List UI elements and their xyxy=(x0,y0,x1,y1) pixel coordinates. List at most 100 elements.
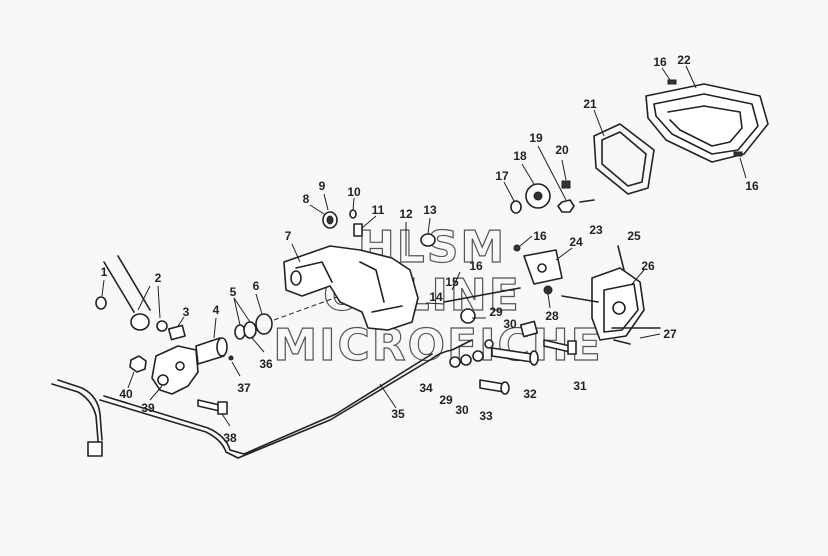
bolt-31-head xyxy=(567,340,577,355)
screw-16b xyxy=(733,151,743,157)
callout-30-top: 30 xyxy=(503,317,517,331)
bracket-7-detail xyxy=(295,261,403,313)
callout-13: 13 xyxy=(423,203,437,217)
bolt-38-head xyxy=(217,401,228,415)
washer-1 xyxy=(95,296,107,310)
nut-19 xyxy=(557,199,575,213)
washer-2 xyxy=(156,320,168,332)
callout-11: 11 xyxy=(372,203,385,217)
spacer-30 xyxy=(519,320,539,338)
leader-18 xyxy=(521,163,535,185)
callout-39: 39 xyxy=(141,401,155,415)
nut-28 xyxy=(543,285,553,295)
seal-6 xyxy=(255,313,273,335)
callout-7: 7 xyxy=(285,229,292,243)
housing-22-inner xyxy=(653,93,759,155)
leader-27 xyxy=(639,333,661,339)
callout-23: 23 xyxy=(589,223,603,237)
gasket-21-inner xyxy=(601,131,647,187)
bolt-27b xyxy=(613,339,631,345)
bushing-2 xyxy=(130,313,150,331)
callout-16-mid: 16 xyxy=(533,229,547,243)
leader-lines xyxy=(101,65,747,427)
callout-3: 3 xyxy=(183,305,190,319)
leader-2b xyxy=(157,285,161,319)
lever-line-1 xyxy=(103,261,135,313)
leader-5a xyxy=(233,297,241,326)
callout-10: 10 xyxy=(347,185,361,199)
washer-17 xyxy=(510,200,522,214)
leader-20 xyxy=(561,159,567,181)
callout-14: 14 xyxy=(429,290,443,304)
leader-21 xyxy=(593,109,605,137)
pin-16 xyxy=(451,271,461,291)
leader-6 xyxy=(255,293,263,315)
leader-24 xyxy=(555,247,573,261)
callout-16-right: 16 xyxy=(745,179,759,193)
callout-5: 5 xyxy=(230,285,237,299)
callout-2: 2 xyxy=(155,271,162,285)
washer-30b xyxy=(484,339,494,349)
motor-shaft xyxy=(561,295,599,303)
screw-16a xyxy=(667,79,677,85)
shaft-15 xyxy=(443,287,521,303)
callout-26: 26 xyxy=(641,259,655,273)
washer-10 xyxy=(349,209,357,219)
callout-35: 35 xyxy=(391,407,405,421)
callout-4: 4 xyxy=(213,303,220,317)
bushing-13 xyxy=(420,233,436,247)
leader-8 xyxy=(309,204,325,215)
bellcrank-hole xyxy=(157,374,169,386)
leader-4 xyxy=(213,317,217,339)
callout-17: 17 xyxy=(495,169,509,183)
leader-38 xyxy=(221,413,231,427)
callout-28: 28 xyxy=(545,309,559,323)
shift-rod xyxy=(51,339,473,459)
leader-16-mid xyxy=(519,235,533,247)
leader-37 xyxy=(231,361,241,377)
bellcrank xyxy=(151,345,199,395)
gearbox-boss xyxy=(612,301,626,315)
leader-14 xyxy=(425,302,445,305)
callout-32: 32 xyxy=(523,387,537,401)
gasket-21 xyxy=(593,123,655,195)
roller-9 xyxy=(326,215,334,225)
screw-16 xyxy=(513,244,521,252)
callout-25: 25 xyxy=(627,229,641,243)
callout-1: 1 xyxy=(101,265,108,279)
washer-29 xyxy=(460,354,472,366)
callout-16-center: 16 xyxy=(469,259,483,273)
leader-16-right xyxy=(739,157,747,179)
leader-19 xyxy=(537,145,567,201)
callout-31: 31 xyxy=(573,379,587,393)
washer-34 xyxy=(449,356,461,368)
bolt-33-head xyxy=(500,381,510,395)
nut-40 xyxy=(129,355,147,373)
lever-line-2 xyxy=(117,255,151,311)
leader-5b xyxy=(233,297,251,323)
callout-15: 15 xyxy=(445,275,459,289)
leader-10 xyxy=(352,197,355,211)
leader-22 xyxy=(685,65,697,89)
rod-end-clip xyxy=(87,441,103,457)
callout-33: 33 xyxy=(479,409,493,423)
callout-18: 18 xyxy=(513,149,527,163)
leader-36 xyxy=(251,337,265,353)
callout-22: 22 xyxy=(677,53,691,67)
plate-24-hole xyxy=(537,263,547,273)
leader-1 xyxy=(101,279,105,297)
leader-2a xyxy=(137,285,151,311)
bellcrank-hole-2 xyxy=(175,361,185,371)
sprocket-18-hub xyxy=(533,191,543,201)
callout-16-top: 16 xyxy=(653,55,667,69)
callout-6: 6 xyxy=(253,279,260,293)
housing-22 xyxy=(645,83,769,163)
callout-27: 27 xyxy=(663,327,677,341)
leader-9 xyxy=(323,193,329,211)
callout-38: 38 xyxy=(223,431,237,445)
shaft-end xyxy=(216,337,228,357)
leader-16-top xyxy=(661,67,671,81)
leader-39 xyxy=(149,385,163,401)
callout-21: 21 xyxy=(583,97,597,111)
